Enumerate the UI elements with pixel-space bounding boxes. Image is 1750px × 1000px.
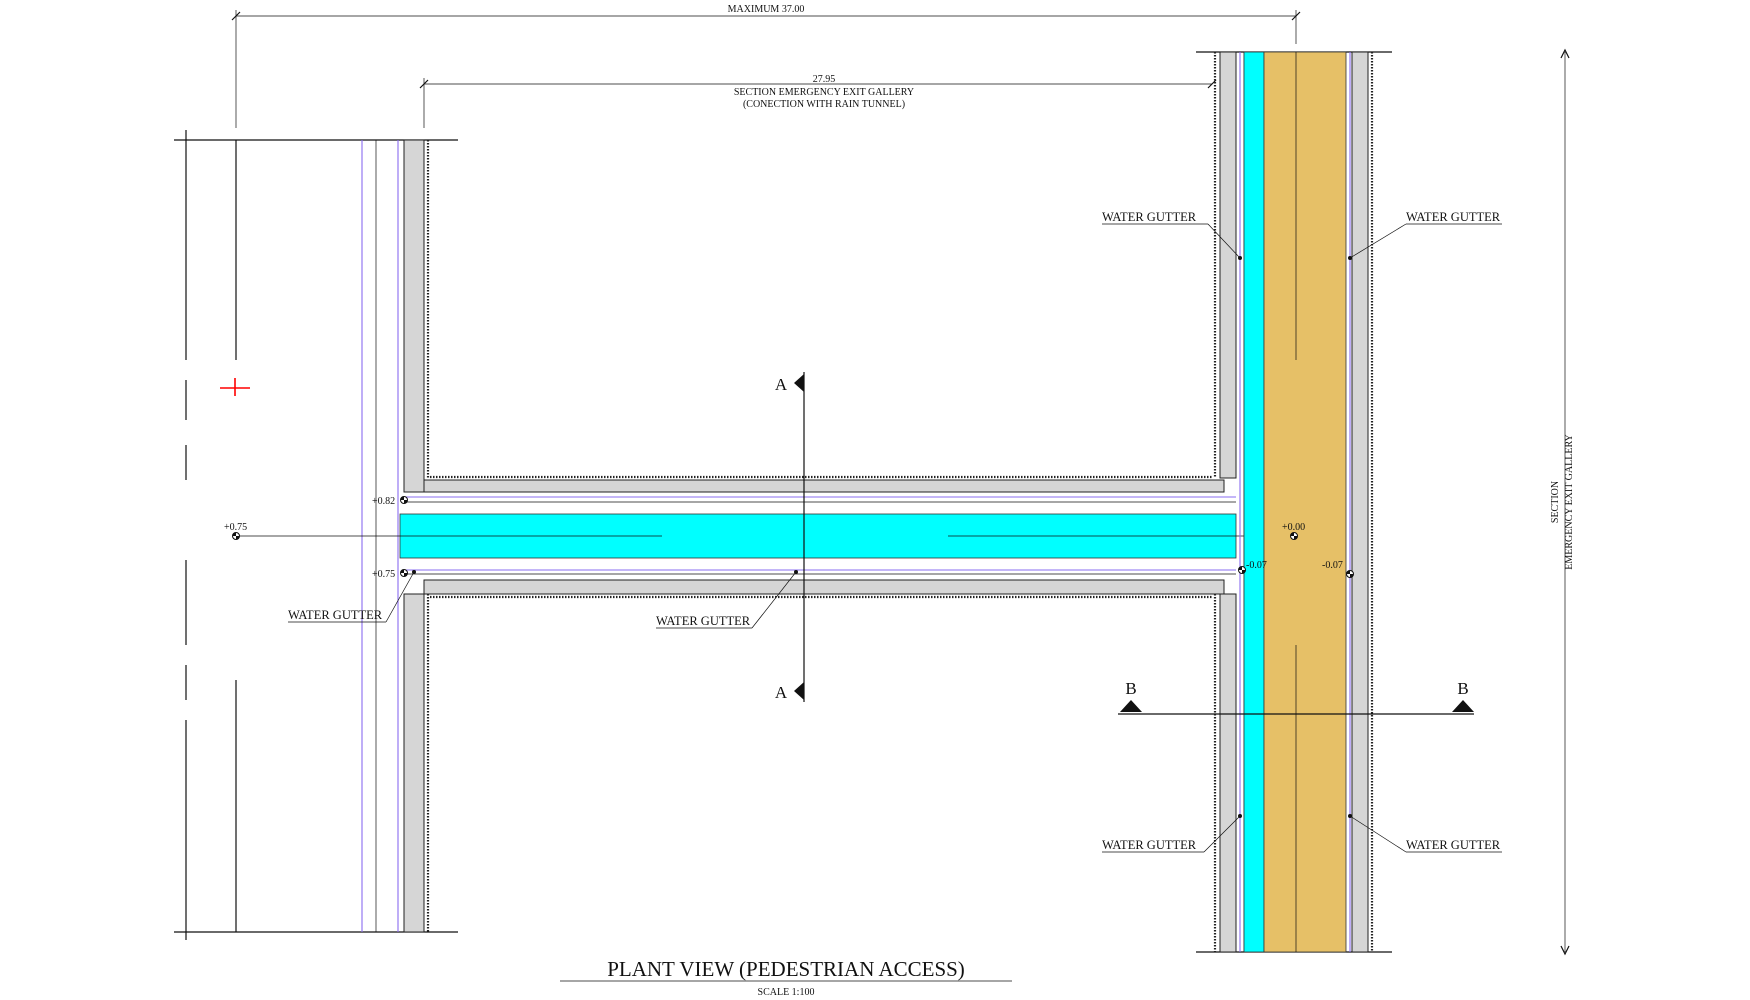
level-top-left-label: +0.82 — [372, 496, 395, 507]
gutter-label: WATER GUTTER — [1102, 838, 1197, 852]
drawing-title: PLANT VIEW (PEDESTRIAN ACCESS) — [607, 957, 965, 981]
drawing-title-block: PLANT VIEW (PEDESTRIAN ACCESS) SCALE 1:1… — [560, 957, 1012, 998]
gutter-label: WATER GUTTER — [1406, 210, 1501, 224]
dimension-gallery-line2: (CONECTION WITH RAIN TUNNEL) — [743, 99, 905, 110]
section-mark-b: B B — [1118, 679, 1474, 715]
level-center: +0.00 — [1282, 522, 1305, 540]
gutter-label: WATER GUTTER — [1406, 838, 1501, 852]
walkway — [1263, 51, 1347, 953]
side-section-line2: EMERGENCY EXIT GALLERY — [1564, 434, 1575, 570]
gutter-label: WATER GUTTER — [288, 608, 383, 622]
level-right-b-label: -0.07 — [1322, 560, 1343, 571]
gutter-callout-bottom-left: WATER GUTTER — [1102, 814, 1242, 853]
level-center-label: +0.00 — [1282, 522, 1305, 533]
level-right-a-label: -0.07 — [1246, 560, 1267, 571]
gutter-callout-top-left: WATER GUTTER — [1102, 210, 1242, 260]
level-bottom-left-label: +0.75 — [372, 569, 395, 580]
dimension-maximum-label: MAXIMUM 37.00 — [728, 4, 805, 15]
side-section-line1: SECTION — [1550, 481, 1561, 523]
dimension-maximum: MAXIMUM 37.00 — [231, 4, 1301, 128]
connection-gallery — [236, 475, 1296, 599]
level-left-axis: +0.75 — [224, 522, 247, 540]
level-top-left: +0.82 — [372, 496, 408, 507]
drawing-scale: SCALE 1:100 — [758, 987, 815, 998]
emergency-exit-gallery — [1196, 51, 1392, 953]
dimension-gallery-line1: SECTION EMERGENCY EXIT GALLERY — [734, 87, 914, 98]
section-b-left-label: B — [1125, 679, 1136, 698]
level-right-b: -0.07 — [1322, 560, 1354, 578]
gutter-callout-left: WATER GUTTER — [288, 570, 416, 623]
gutter-label: WATER GUTTER — [656, 614, 751, 628]
gutter-label: WATER GUTTER — [1102, 210, 1197, 224]
level-right-a: -0.07 — [1238, 560, 1267, 574]
gutter-callout-bottom-right: WATER GUTTER — [1348, 814, 1502, 853]
level-bottom-left: +0.75 — [372, 569, 408, 580]
level-left-axis-label: +0.75 — [224, 522, 247, 533]
gutter-callout-center: WATER GUTTER — [656, 570, 798, 629]
dimension-gallery-value: 27.95 — [813, 74, 836, 85]
section-a-bottom-label: A — [775, 683, 788, 702]
section-b-right-label: B — [1457, 679, 1468, 698]
section-a-top-label: A — [775, 375, 788, 394]
gutter-callout-top-right: WATER GUTTER — [1348, 210, 1502, 260]
section-mark-a: A A — [775, 372, 805, 702]
dimension-gallery: 27.95 SECTION EMERGENCY EXIT GALLERY (CO… — [419, 74, 1217, 128]
side-section-reference: SECTION EMERGENCY EXIT GALLERY — [1550, 48, 1575, 956]
